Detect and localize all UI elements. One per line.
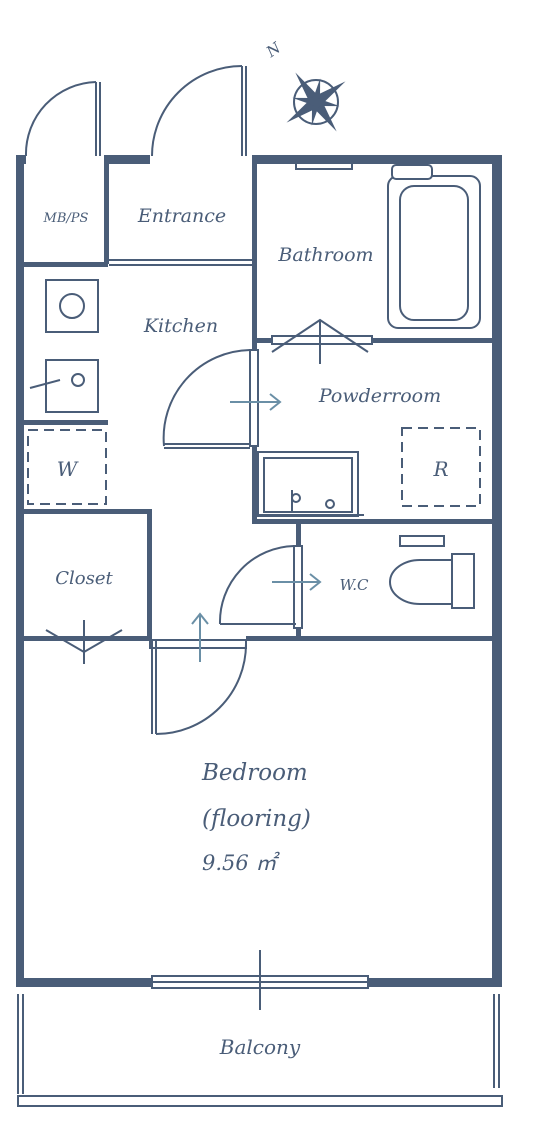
- stove: [45, 279, 99, 333]
- wc-door: [218, 545, 303, 629]
- label-closet: Closet: [55, 568, 113, 589]
- compass-north-label: N: [262, 38, 285, 61]
- label-balcony: Balcony: [219, 1035, 301, 1059]
- label-bathroom: Bathroom: [277, 244, 373, 266]
- closet-door: [45, 620, 123, 664]
- label-powderroom: Powderroom: [318, 385, 441, 407]
- powderroom-door: [162, 349, 259, 449]
- label-kitchen: Kitchen: [143, 315, 218, 337]
- arrow-to-powderroom-icon: [230, 393, 282, 411]
- label-mbps: MB/PS: [43, 211, 89, 226]
- label-bedroom: Bedroom: [201, 760, 308, 786]
- mbps-door: [24, 81, 101, 157]
- refrigerator-space: [401, 427, 481, 507]
- bathtub: [387, 164, 481, 329]
- label-refrigerator: R: [432, 457, 448, 481]
- outer-walls: [16, 155, 502, 987]
- washer-space: [27, 429, 107, 505]
- label-washer: W: [57, 457, 79, 481]
- bathroom-sliding-door: [271, 318, 373, 364]
- bathroom-vent: [295, 162, 353, 170]
- entrance-door: [151, 65, 247, 157]
- counter-edge: [24, 420, 108, 425]
- sink: [29, 359, 99, 413]
- label-bedroom-area: 9.56 ㎡: [202, 851, 280, 875]
- arrow-to-kitchen-icon: [191, 612, 209, 662]
- toilet: [389, 535, 475, 609]
- label-wc: W.C: [339, 576, 369, 594]
- balcony-window: [151, 950, 369, 1010]
- compass-rose-icon: [286, 72, 346, 132]
- arrow-to-wc-icon: [272, 573, 322, 591]
- label-entrance: Entrance: [137, 205, 226, 227]
- washbasin: [257, 451, 364, 517]
- balcony: [17, 994, 503, 1107]
- label-bedroom-floor: (flooring): [202, 806, 311, 832]
- bedroom-door: [149, 639, 247, 735]
